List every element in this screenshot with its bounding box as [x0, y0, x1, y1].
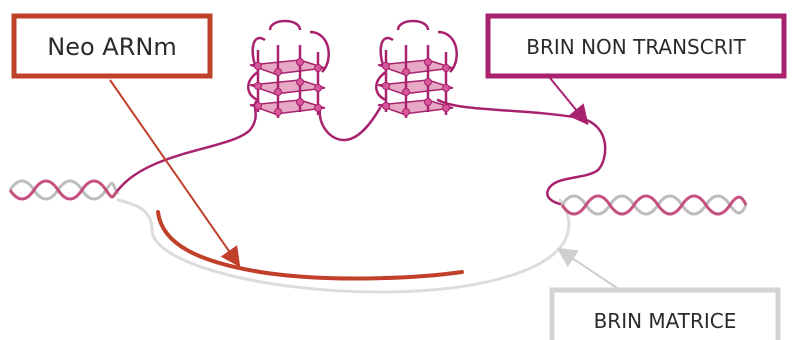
brin-matrice-arrow: [556, 247, 621, 291]
brin-non-transcrit-label: BRIN NON TRANSCRIT: [526, 35, 746, 59]
g-quadruplex-1: [247, 19, 330, 118]
brin-matrice-label-box: BRIN MATRICE: [549, 287, 781, 340]
neo-arnm-arrow: [109, 79, 241, 268]
dna-helix-left: [8, 179, 120, 201]
brin-matrice-label: BRIN MATRICE: [594, 309, 737, 333]
brin-non-transcrit-arrow: [549, 77, 589, 126]
g-quadruplex-2: [375, 19, 458, 118]
neo-mrna-strand: [156, 210, 464, 281]
brin-non-transcrit-label-box: BRIN NON TRANSCRIT: [485, 13, 787, 79]
neo-arnm-label: Neo ARNm: [47, 33, 176, 61]
dna-helix-right: [560, 194, 748, 216]
template-strand: [116, 198, 571, 294]
neo-arnm-label-box: Neo ARNm: [11, 13, 213, 79]
non-transcribed-strand: [116, 98, 607, 206]
